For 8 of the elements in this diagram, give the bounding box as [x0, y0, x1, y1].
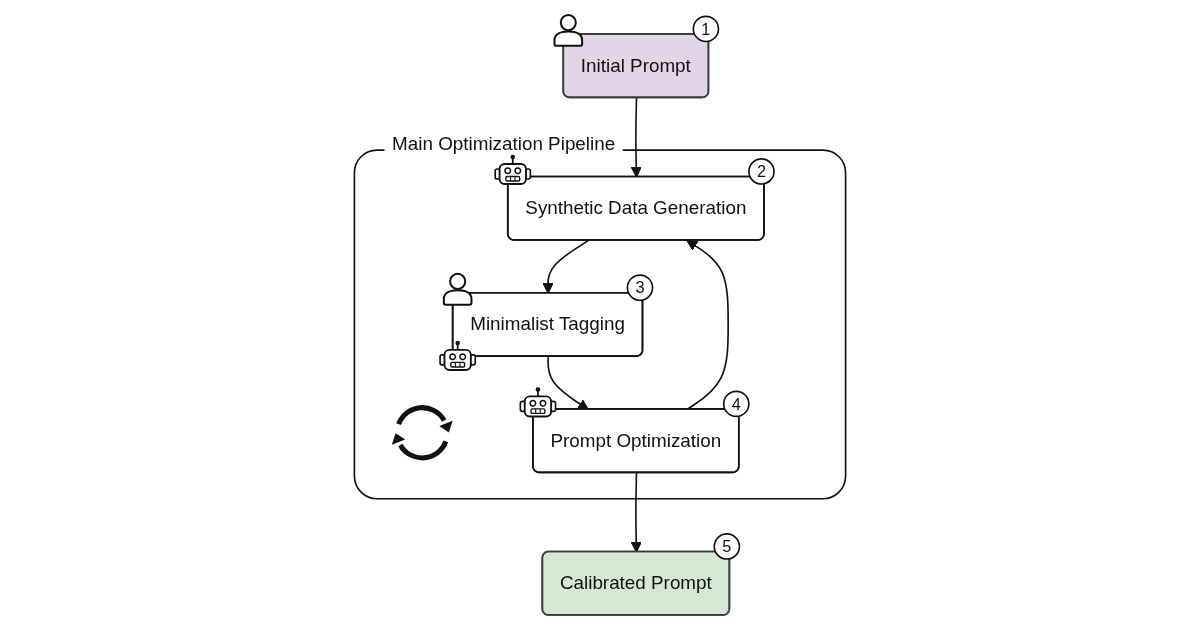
callout-number: 5 [713, 533, 741, 560]
callout-number: 2 [748, 158, 775, 185]
callout-number: 4 [722, 390, 750, 418]
arrow [630, 97, 642, 178]
arrow [542, 239, 590, 294]
callout-number: 1 [692, 15, 720, 43]
callout-number: 3 [626, 274, 654, 302]
arrow [630, 472, 642, 553]
